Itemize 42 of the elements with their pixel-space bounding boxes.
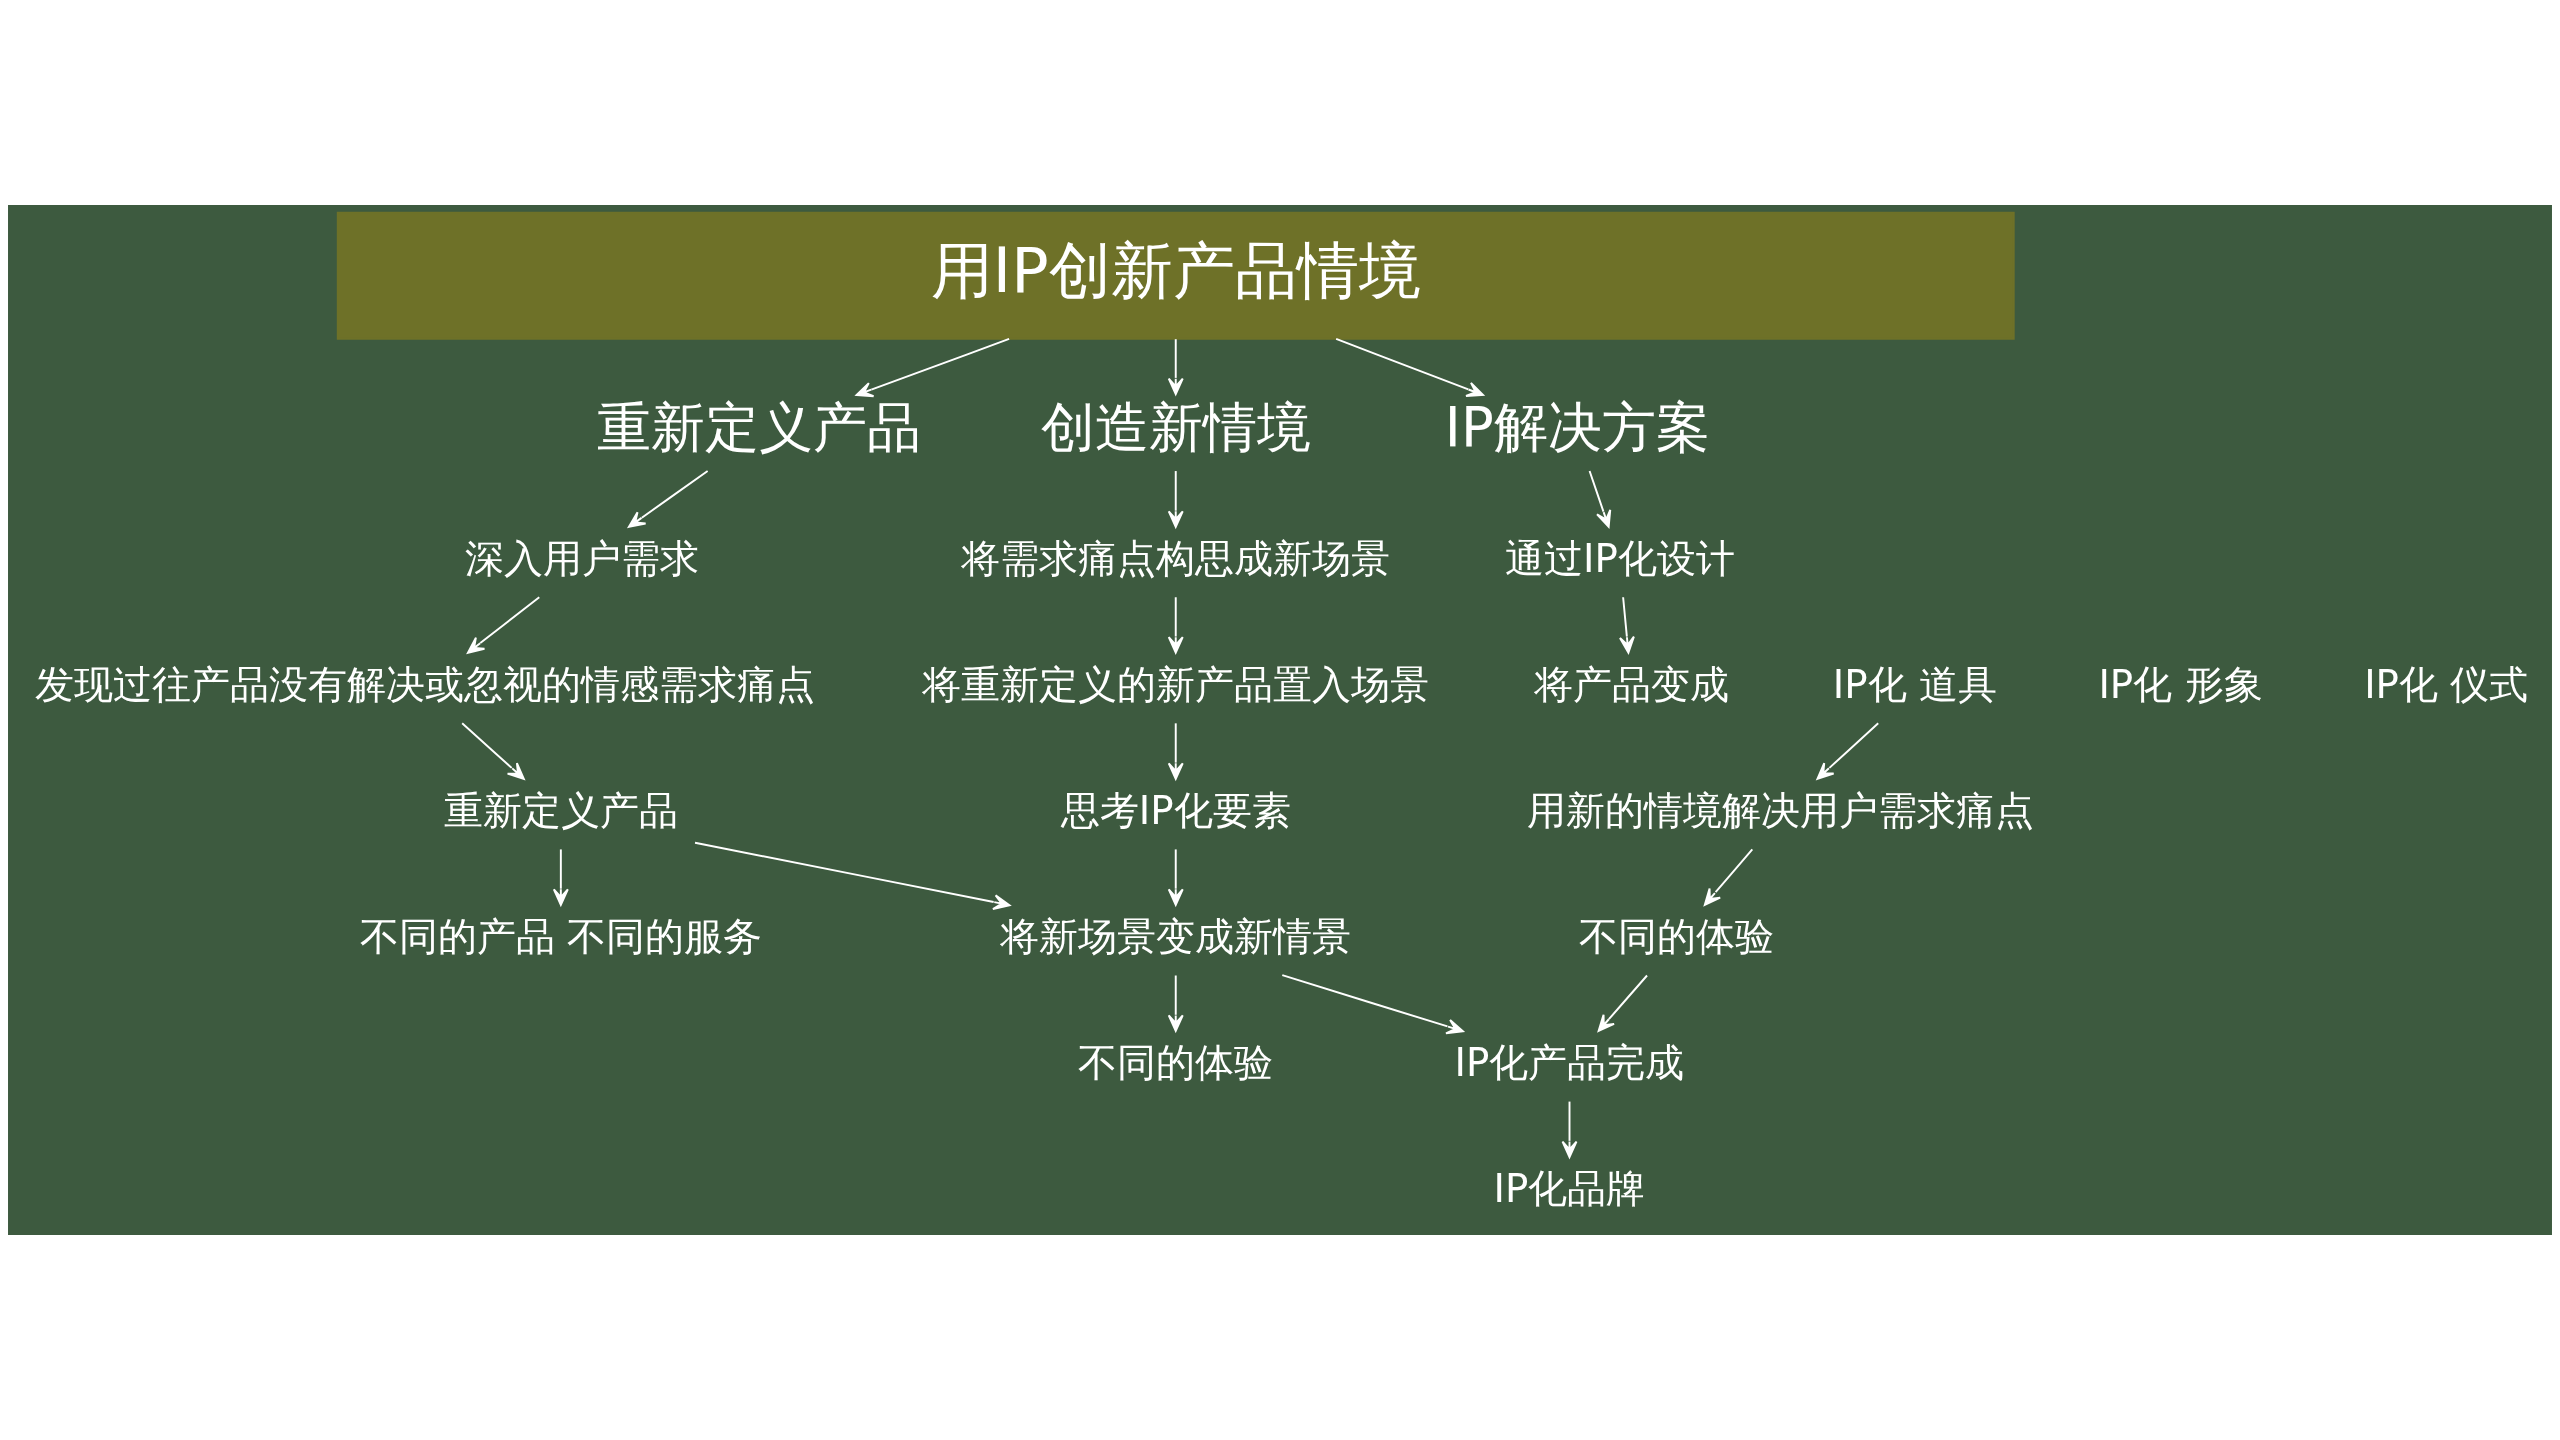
node-text: 将新场景变成新情景 [1000, 913, 1352, 959]
node-text: 深入用户需求 [465, 535, 700, 581]
arrow [1167, 848, 1184, 906]
node-text: 将产品变成 [1534, 661, 1730, 707]
node-text: 思考IP化要素 [1060, 787, 1291, 833]
node-text: 创造新情境 [1040, 396, 1311, 460]
arrow [552, 848, 569, 906]
node-text: IP化品牌 [1493, 1166, 1646, 1212]
node-text: 重新定义产品 [596, 396, 921, 460]
node-text: 不同的体验 [1078, 1039, 1274, 1085]
node-text: 不同的产品 不同的服务 [359, 913, 763, 959]
node-text: IP化 仪式 [2364, 661, 2529, 707]
arrow [627, 470, 709, 528]
arrow [1619, 596, 1635, 654]
node-text: IP化 道具 [1832, 661, 1997, 707]
arrow [1588, 470, 1612, 528]
arrow [1281, 974, 1464, 1035]
arrow [1167, 338, 1184, 396]
arrow [1167, 722, 1184, 780]
node-text: 将重新定义的新产品置入场景 [922, 661, 1430, 707]
node-text: IP解决方案 [1444, 396, 1710, 460]
node-text: 不同的体验 [1578, 913, 1774, 959]
arrow [1703, 848, 1754, 906]
node-text: 发现过往产品没有解决或忽视的情感需求痛点 [35, 661, 816, 707]
arrow [1167, 974, 1184, 1032]
arrow [461, 722, 525, 780]
arrow [855, 338, 1011, 398]
node-text: 通过IP化设计 [1505, 535, 1735, 581]
arrow [1167, 596, 1184, 654]
arrow [1561, 1100, 1578, 1158]
node-text: 将需求痛点构思成新场景 [961, 535, 1391, 581]
node-text: IP化产品完成 [1454, 1039, 1685, 1085]
arrow [466, 596, 541, 654]
node-text: 重新定义产品 [443, 787, 678, 833]
arrow [694, 841, 1011, 910]
node-text: IP化 形象 [2098, 661, 2263, 707]
arrow [1816, 722, 1880, 780]
node-box: 用IP创新产品情境 [336, 211, 2015, 340]
arrow [1335, 338, 1484, 397]
node-text: 用新的情境解决用户需求痛点 [1527, 787, 2035, 833]
arrow [1167, 470, 1184, 528]
arrow [1597, 974, 1648, 1032]
